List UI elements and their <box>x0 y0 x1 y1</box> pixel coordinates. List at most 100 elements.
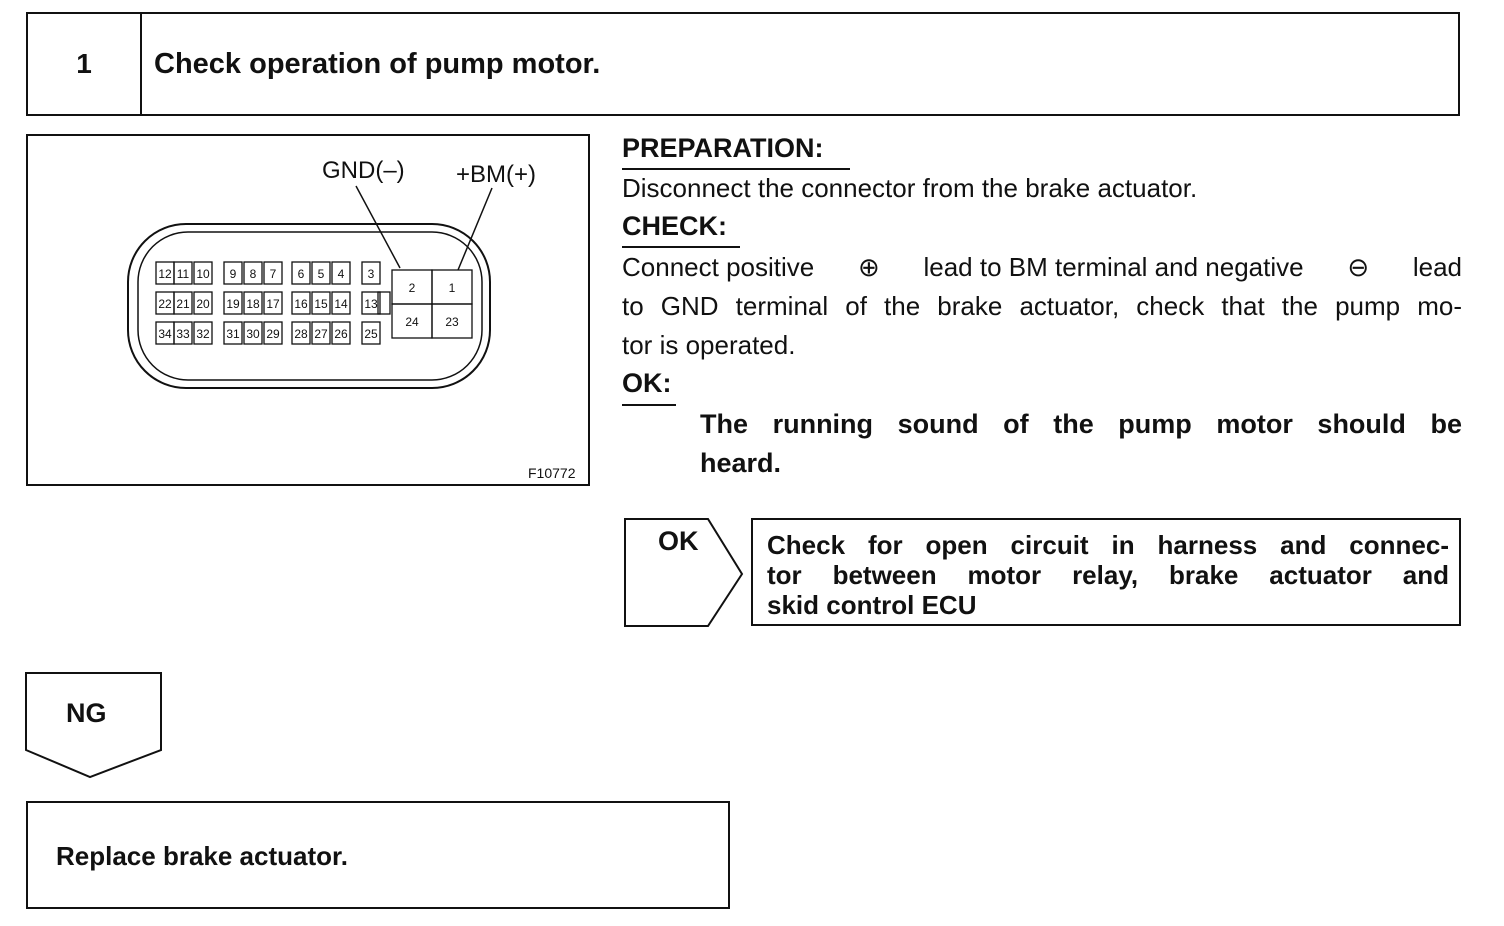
connector-large-pin-label: 23 <box>445 315 459 329</box>
connector-pin-label: 32 <box>196 327 210 341</box>
preparation-underline <box>622 168 850 170</box>
bm-label: +BM(+) <box>456 161 536 188</box>
connector-pin <box>223 261 243 285</box>
connector-large-pin-label: 24 <box>405 315 419 329</box>
ok-heading: OK: <box>622 368 672 398</box>
connector-pin-label: 7 <box>270 267 277 281</box>
ok-result-line-1: Check for open circuit in harness and co… <box>767 530 1449 560</box>
check-line-1b: lead to BM terminal and negative <box>923 252 1304 282</box>
connector-pin-label: 20 <box>196 297 210 311</box>
connector-pin-label: 30 <box>246 327 260 341</box>
connector-pin <box>291 291 311 315</box>
connector-pin <box>331 291 351 315</box>
ng-result-text: Replace brake actuator. <box>56 841 348 871</box>
ok-underline <box>622 404 676 406</box>
check-line-3: tor is operated. <box>622 330 796 360</box>
connector-pin-label: 21 <box>176 297 190 311</box>
connector-pin-label: 26 <box>334 327 348 341</box>
check-underline <box>622 246 740 248</box>
ok-result-line-2: tor between motor relay, brake actuator … <box>767 560 1449 590</box>
connector-pin-label: 13 <box>364 297 378 311</box>
gnd-leader-line <box>355 185 401 269</box>
preparation-text: Disconnect the connector from the brake … <box>622 173 1198 203</box>
connector-pin-label: 6 <box>298 267 305 281</box>
connector-pin-label: 15 <box>314 297 328 311</box>
connector-key-slot <box>377 291 391 315</box>
connector-pin-label: 25 <box>364 327 378 341</box>
step-header: 1 Check operation of pump motor. <box>26 12 1460 116</box>
ok-result-line-3: skid control ECU <box>767 590 977 620</box>
connector-pin <box>193 291 213 315</box>
positive-symbol: ⊕ <box>857 252 880 282</box>
connector-large-pin <box>431 303 473 339</box>
connector-pin-label: 16 <box>294 297 308 311</box>
connector-pin-label: 5 <box>318 267 325 281</box>
ng-arrow-label: NG <box>66 698 107 728</box>
ok-result-box: Check for open circuit in harness and co… <box>751 518 1461 626</box>
connector-pin-label: 12 <box>158 267 172 281</box>
connector-pin <box>173 291 193 315</box>
step-number: 1 <box>28 14 142 114</box>
connector-pin <box>311 321 331 345</box>
connector-pin <box>311 261 331 285</box>
connector-pin <box>173 261 193 285</box>
preparation-heading: PREPARATION: <box>622 133 824 163</box>
figure-id: F10772 <box>528 465 576 481</box>
gnd-label: GND(–) <box>322 157 405 184</box>
ok-arrow-shape <box>624 518 744 627</box>
ng-result-box: Replace brake actuator. <box>26 801 730 909</box>
connector-pin <box>243 291 263 315</box>
connector-pin <box>243 261 263 285</box>
connector-pin <box>173 321 193 345</box>
connector-pin-label: 34 <box>158 327 172 341</box>
negative-symbol: ⊖ <box>1347 252 1370 282</box>
ng-arrow-shape <box>25 672 162 779</box>
connector-pin <box>263 321 283 345</box>
connector-pin <box>361 321 381 345</box>
connector-pin-label: 9 <box>230 267 237 281</box>
step-title: Check operation of pump motor. <box>154 47 601 80</box>
bm-leader-line <box>457 187 493 271</box>
connector-housing-inner <box>137 231 483 381</box>
connector-housing-outer <box>127 223 491 389</box>
connector-pin-label: 22 <box>158 297 172 311</box>
connector-pin-label: 17 <box>266 297 280 311</box>
connector-pin-label: 19 <box>226 297 240 311</box>
check-line-1: Connect positive ⊕ lead to BM terminal a… <box>622 248 1462 287</box>
connector-pin-label: 18 <box>246 297 260 311</box>
ok-criteria-line-2: heard. <box>700 448 782 478</box>
check-line-1a: Connect positive <box>622 252 815 282</box>
connector-pin-label: 4 <box>338 267 345 281</box>
connector-pin <box>311 291 331 315</box>
connector-pin-label: 31 <box>226 327 240 341</box>
check-heading: CHECK: <box>622 211 727 241</box>
connector-pin <box>361 291 381 315</box>
connector-pin-label: 8 <box>250 267 257 281</box>
connector-large-pin-label: 1 <box>449 281 456 295</box>
connector-pin-label: 28 <box>294 327 308 341</box>
connector-pin <box>263 261 283 285</box>
connector-pin <box>223 321 243 345</box>
connector-pin <box>291 321 311 345</box>
connector-pin-label: 29 <box>266 327 280 341</box>
connector-pin-label: 10 <box>196 267 210 281</box>
connector-pin-label: 33 <box>176 327 190 341</box>
connector-pin-label: 14 <box>334 297 348 311</box>
ok-result-text: Check for open circuit in harness and co… <box>767 530 1449 620</box>
connector-pin <box>291 261 311 285</box>
connector-pin <box>193 321 213 345</box>
connector-large-pin-label: 2 <box>409 281 416 295</box>
connector-pin <box>193 261 213 285</box>
connector-pin <box>361 261 381 285</box>
connector-pin-label: 11 <box>177 267 190 281</box>
check-line-2: to GND terminal of the brake actuator, c… <box>622 291 1462 321</box>
connector-pin <box>331 261 351 285</box>
connector-pin <box>243 321 263 345</box>
connector-pin <box>263 291 283 315</box>
check-line-1c: lead <box>1412 252 1462 282</box>
connector-pin <box>223 291 243 315</box>
ok-arrow-label: OK <box>658 526 699 556</box>
